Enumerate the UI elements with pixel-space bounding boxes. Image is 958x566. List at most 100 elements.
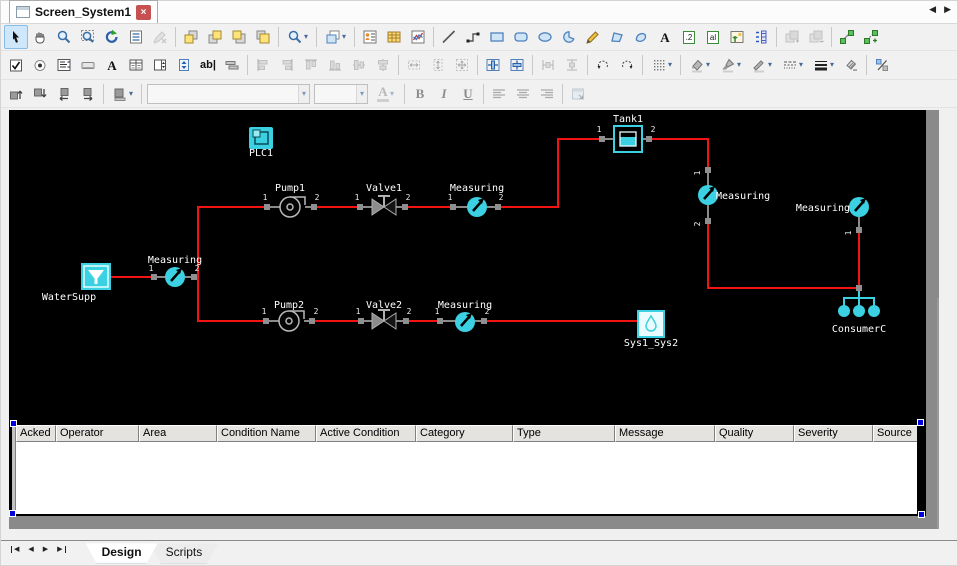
column-header-quality[interactable]: Quality (715, 425, 794, 443)
rectangle-tool-button[interactable] (485, 25, 509, 49)
column-header-active-condition[interactable]: Active Condition (316, 425, 416, 443)
column-header-message[interactable]: Message (615, 425, 715, 443)
same-size-button[interactable] (450, 53, 474, 77)
order-forward-button[interactable] (227, 25, 251, 49)
text-align-center-button[interactable] (511, 82, 535, 106)
align-middle-button[interactable] (347, 53, 371, 77)
alarm-grid-body[interactable] (16, 442, 917, 515)
distribute-vertical-button[interactable] (560, 53, 584, 77)
font-family-combo[interactable]: ▾ (147, 83, 310, 104)
bold-button[interactable]: B (408, 82, 432, 106)
component-measuring-right2[interactable]: Measuring (796, 197, 869, 218)
selection-handle-top-left[interactable] (10, 420, 17, 428)
tag-list-button[interactable] (124, 25, 148, 49)
brush-color-dropdown[interactable]: ▾ (715, 53, 746, 77)
selection-handle-top-right[interactable] (917, 419, 924, 427)
rounded-rect-tool-button[interactable] (509, 25, 533, 49)
same-width-button[interactable] (402, 53, 426, 77)
layer-select-dropdown[interactable]: ▾ (107, 82, 138, 106)
scale-mode-button[interactable] (870, 53, 894, 77)
component-pump2[interactable]: Pump2 (274, 300, 305, 333)
ellipse-tool-button[interactable] (533, 25, 557, 49)
component-measuring-bottom[interactable]: Measuring (438, 300, 492, 333)
layer-up-button[interactable] (4, 82, 28, 106)
component-tank1[interactable]: Tank1 (613, 114, 643, 154)
first-sheet-icon[interactable]: ◀ (11, 546, 19, 554)
textbox-control-button[interactable]: ab| (196, 53, 220, 77)
align-bottom-button[interactable] (323, 53, 347, 77)
zoom-level-dropdown[interactable]: ▾ (282, 25, 313, 49)
column-header-area[interactable]: Area (139, 425, 217, 443)
checkbox-control-button[interactable] (4, 53, 28, 77)
refresh-view-button[interactable] (100, 25, 124, 49)
radio-control-button[interactable] (28, 53, 52, 77)
layer-back-button[interactable] (52, 82, 76, 106)
column-header-type[interactable]: Type (513, 425, 615, 443)
splitter-control-button[interactable] (220, 53, 244, 77)
center-vertical-window-button[interactable] (505, 53, 529, 77)
layer-forward-button[interactable] (76, 82, 100, 106)
component-pump1[interactable]: Pump1 (275, 183, 306, 219)
column-header-source[interactable]: Source (873, 425, 917, 443)
font-color-dropdown[interactable]: A▾ (370, 82, 401, 106)
label-control-button[interactable]: A (100, 53, 124, 77)
spinner-control-button[interactable] (148, 53, 172, 77)
underline-button[interactable]: U (456, 82, 480, 106)
scale-tool-button[interactable] (749, 25, 773, 49)
vertical-scrollbar[interactable] (937, 298, 939, 530)
curve-tool-button[interactable] (629, 25, 653, 49)
ungroup-objects-button[interactable] (804, 25, 828, 49)
component-watersupp[interactable]: WaterSupp (42, 263, 111, 303)
component-plc1[interactable]: PLC1 (249, 127, 273, 159)
fill-color-dropdown[interactable]: ▾ (684, 53, 715, 77)
tab-scroll-left-icon[interactable]: ◀ (929, 4, 937, 14)
polygon-tool-button[interactable] (605, 25, 629, 49)
align-center-button[interactable] (371, 53, 395, 77)
align-left-button[interactable] (251, 53, 275, 77)
rotate-right-button[interactable] (615, 53, 639, 77)
pan-tool-button[interactable] (28, 25, 52, 49)
prev-sheet-icon[interactable]: ◀ (28, 546, 34, 554)
pipe-network[interactable] (111, 138, 860, 323)
last-sheet-icon[interactable]: ▶ (57, 546, 66, 554)
text-tool-button[interactable]: A (653, 25, 677, 49)
text-align-right-button[interactable] (535, 82, 559, 106)
select-tool-button[interactable] (4, 25, 28, 50)
align-top-button[interactable] (299, 53, 323, 77)
image-tool-button[interactable] (725, 25, 749, 49)
component-valve1[interactable]: Valve1 (366, 183, 402, 217)
zoom-region-tool-button[interactable] (76, 25, 100, 49)
tab-scripts[interactable]: Scripts (150, 543, 219, 563)
alarm-grid-control[interactable]: Acked Operator Area Condition Name Activ… (10, 423, 919, 517)
center-horizontal-window-button[interactable] (481, 53, 505, 77)
component-measuring-right1[interactable]: Measuring (698, 185, 770, 206)
pen-tool-button[interactable] (148, 25, 172, 49)
group-objects-button[interactable] (780, 25, 804, 49)
order-backward-button[interactable] (251, 25, 275, 49)
tab-screen-system1[interactable]: Screen_System1 × (9, 0, 159, 23)
close-tab-button[interactable]: × (136, 4, 152, 20)
column-header-category[interactable]: Category (416, 425, 513, 443)
pie-tool-button[interactable] (557, 25, 581, 49)
order-front-button[interactable] (179, 25, 203, 49)
column-header-acked[interactable]: Acked (16, 425, 56, 443)
font-size-combo[interactable]: ▾ (314, 83, 368, 104)
line-tool-button[interactable] (437, 25, 461, 49)
grid-settings-dropdown[interactable]: ▾ (646, 53, 677, 77)
component-consumer[interactable]: ConsumerC (832, 291, 886, 335)
component-sys1-sys2[interactable]: Sys1_Sys2 (624, 310, 678, 349)
italic-button[interactable]: I (432, 82, 456, 106)
component-valve2[interactable]: Valve2 (366, 300, 402, 331)
polyline-tool-button[interactable] (461, 25, 485, 49)
text-field-tool-button[interactable]: al (701, 25, 725, 49)
component-measuring-left[interactable]: Measuring (148, 255, 202, 288)
trend-control-button[interactable] (406, 25, 430, 49)
order-back-button[interactable] (203, 25, 227, 49)
next-sheet-icon[interactable]: ▶ (42, 546, 49, 554)
alarm-control-button[interactable] (358, 25, 382, 49)
selection-handle-bottom-right[interactable] (918, 511, 925, 519)
line-width-dropdown[interactable]: ▾ (808, 53, 839, 77)
tab-scroll-right-icon[interactable]: ▶ (944, 4, 951, 14)
listview-control-button[interactable] (124, 53, 148, 77)
pipe-connector-tool-button[interactable] (835, 25, 859, 49)
